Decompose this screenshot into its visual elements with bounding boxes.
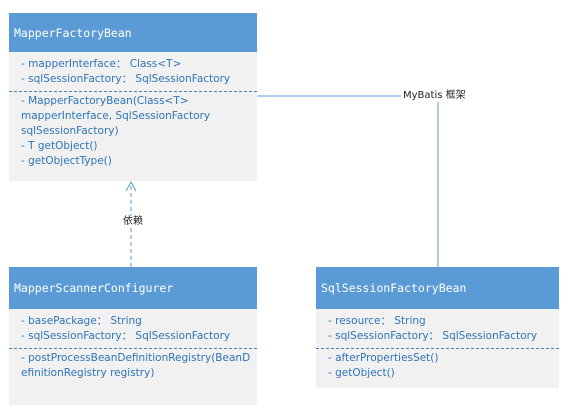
- section-divider: [9, 91, 257, 92]
- class-name: MapperScannerConfigurer: [14, 281, 174, 295]
- operations-section: - afterPropertiesSet() - getObject(): [316, 349, 559, 385]
- class-name-header: MapperFactoryBean: [9, 13, 257, 52]
- class-name: MapperFactoryBean: [14, 25, 132, 40]
- section-divider: [316, 348, 559, 349]
- dependency-label: 依赖: [121, 216, 145, 228]
- section-divider: [9, 348, 257, 349]
- framework-line: [257, 95, 439, 267]
- attribute-item: - sqlSessionFactory： SqlSessionFactory: [21, 73, 231, 85]
- operation-item: - MapperFactoryBean(Class<T> mapperInter…: [21, 95, 214, 137]
- class-name-header: SqlSessionFactoryBean: [316, 267, 559, 309]
- class-name: SqlSessionFactoryBean: [321, 281, 467, 295]
- attribute-item: - sqlSessionFactory： SqlSessionFactory: [21, 330, 231, 342]
- mapper-factory-bean-class[interactable]: MapperFactoryBean - mapperInterface： Cla…: [9, 13, 257, 181]
- sql-session-factory-bean-class[interactable]: SqlSessionFactoryBean - resource： String…: [316, 267, 559, 388]
- framework-label: MyBatis 框架: [401, 90, 468, 102]
- attribute-item: - sqlSessionFactory： SqlSessionFactory: [328, 330, 538, 342]
- mapper-scanner-configurer-class[interactable]: MapperScannerConfigurer - basePackage： S…: [9, 267, 257, 405]
- attributes-section: - mapperInterface： Class<T> - sqlSession…: [9, 52, 257, 91]
- attributes-section: - basePackage： String - sqlSessionFactor…: [9, 309, 257, 348]
- attribute-item: - mapperInterface： Class<T>: [21, 58, 182, 70]
- dependency-arrowhead: [125, 180, 137, 192]
- operations-section: - MapperFactoryBean(Class<T> mapperInter…: [9, 92, 257, 173]
- operation-item: - getObject(): [328, 367, 395, 379]
- attribute-item: - resource： String: [328, 315, 426, 327]
- attributes-section: - resource： String - sqlSessionFactory： …: [316, 309, 559, 348]
- operation-item: - getObjectType(): [21, 155, 112, 167]
- attribute-item: - basePackage： String: [21, 315, 142, 327]
- operation-item: - postProcessBeanDefinitionRegistry(Bean…: [21, 352, 251, 379]
- operations-section: - postProcessBeanDefinitionRegistry(Bean…: [9, 349, 257, 385]
- class-name-header: MapperScannerConfigurer: [9, 267, 257, 309]
- operation-item: - T getObject(): [21, 140, 98, 152]
- operation-item: - afterPropertiesSet(): [328, 352, 439, 364]
